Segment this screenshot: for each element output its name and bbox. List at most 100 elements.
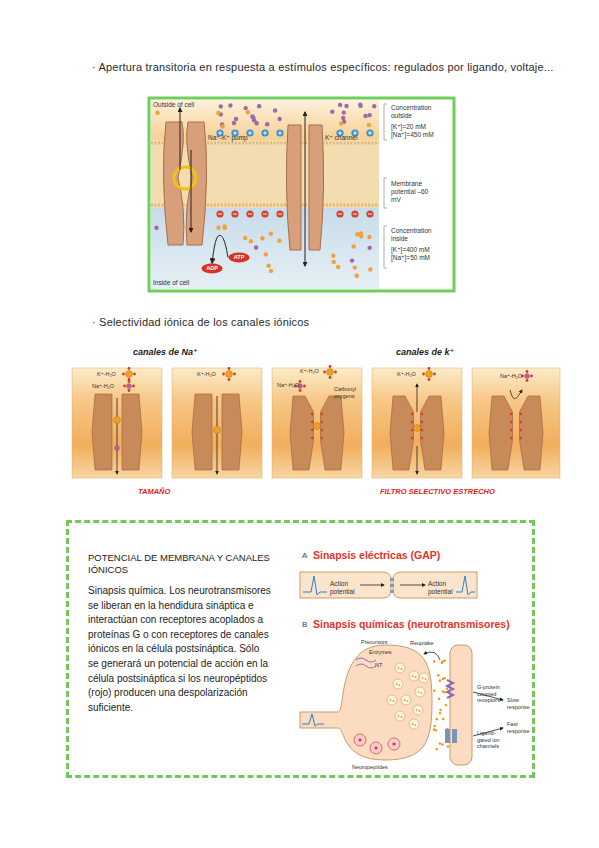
water-molecule (228, 378, 231, 381)
neurotransmitter-dot (441, 743, 444, 746)
ion-dot (232, 121, 236, 125)
ion (323, 365, 337, 379)
positive-charge (276, 129, 283, 136)
ion-dot (350, 258, 354, 262)
ion-dot (338, 103, 342, 107)
ion-dot (265, 122, 269, 126)
water-molecule (132, 385, 135, 388)
pump-figure (151, 140, 379, 208)
vesicle (401, 695, 411, 705)
ion-dot (353, 265, 357, 269)
flow-arrow (117, 398, 118, 474)
ion (327, 369, 334, 376)
ion-dot (243, 106, 247, 110)
molecule-oval: ATP (228, 252, 250, 263)
ion-dot (359, 234, 363, 238)
ion-dot (155, 111, 159, 115)
ion-dot (250, 114, 254, 118)
ion-dot (266, 264, 270, 268)
carbonyl-oxygen (411, 413, 414, 416)
neurotransmitter-dot (439, 712, 442, 715)
bullet-note: · Selectividad iónica de los canales ión… (92, 312, 422, 332)
neuropeptide-vesicle (392, 742, 395, 745)
vesicle (412, 675, 414, 677)
positive-charge (278, 131, 282, 135)
concentration-heading: Concentration outside (391, 104, 446, 120)
water-molecule (526, 379, 529, 382)
water-molecule (526, 370, 529, 373)
ion-dot (154, 103, 376, 278)
carbonyl-oxygen (311, 413, 314, 416)
pump-protein (163, 122, 183, 245)
negative-charge (336, 210, 343, 217)
chemical-synapse (447, 680, 453, 698)
panel-group-heading: canales de k⁺ (396, 347, 486, 357)
ion (222, 367, 236, 381)
ion-dot (355, 232, 359, 236)
neurotransmitter-dot (446, 687, 449, 690)
gap-synapse (393, 572, 477, 598)
water-molecule (329, 376, 332, 379)
flow-arrow (417, 384, 418, 412)
ion-dot (277, 117, 281, 121)
channel-wall (192, 394, 212, 470)
vesicle (395, 663, 405, 673)
vesicle (395, 711, 405, 721)
channel-wall (122, 394, 142, 470)
concentration-value: [K⁺]=20 mM (391, 123, 453, 131)
negative-charge (351, 210, 358, 217)
channel-panel (72, 365, 560, 478)
ion (214, 427, 221, 434)
bracket (384, 104, 387, 268)
vesicle (412, 723, 414, 725)
section-title: Sinapsis químicas (neurotransmisores) (313, 618, 543, 630)
neurotransmitter-dot (438, 698, 441, 701)
ion (114, 417, 121, 424)
vesicle (393, 679, 403, 689)
bullet-note: · Apertura transitoria en respuesta a es… (92, 57, 557, 77)
neurotransmitter-dot (442, 718, 445, 721)
vesicle (399, 684, 401, 686)
ion-dot (331, 254, 335, 258)
part-label: G-protein coupled receptors (477, 684, 509, 704)
negative-charge (263, 214, 267, 215)
ion-dot (216, 111, 220, 115)
concentration-heading: Concentration inside (391, 227, 446, 243)
negative-charge (276, 210, 283, 217)
water-molecule (222, 373, 225, 376)
chemical-synapse (445, 729, 450, 743)
carbonyl-oxygen (311, 437, 314, 440)
part-label: Enzymes (369, 649, 409, 656)
channel-wall (290, 396, 314, 470)
concentration-value: [K⁺]=400 mM (391, 246, 453, 254)
gap-synapse (360, 585, 384, 586)
vesicle (401, 668, 403, 670)
chemical-synapse (300, 645, 503, 765)
carbonyl-oxygen (510, 437, 513, 440)
chemical-synapse (452, 729, 457, 743)
water-molecule (323, 371, 326, 374)
carbonyl-oxygen (321, 429, 324, 432)
ion (414, 425, 421, 432)
ion-dot (344, 104, 348, 108)
water-molecule (299, 389, 302, 392)
k-channel-protein (286, 125, 301, 250)
vesicle (422, 677, 424, 679)
negative-charge (336, 210, 343, 217)
part-label: Precursors (361, 639, 401, 646)
water-molecule (122, 373, 125, 376)
ion (122, 367, 136, 381)
k-channel-protein (286, 112, 323, 266)
flow-arrow (510, 390, 522, 399)
vesicle (415, 676, 417, 678)
negative-charge (276, 210, 283, 217)
positive-charge (248, 131, 252, 135)
carbonyl-oxygen (311, 429, 314, 432)
reaction-arrow (212, 235, 228, 263)
positive-charge (263, 131, 267, 135)
ion-dot (330, 110, 334, 114)
pump-protein (186, 122, 206, 245)
positive-charge (368, 131, 372, 135)
negative-charge (216, 210, 223, 217)
channel-wall (321, 396, 345, 470)
